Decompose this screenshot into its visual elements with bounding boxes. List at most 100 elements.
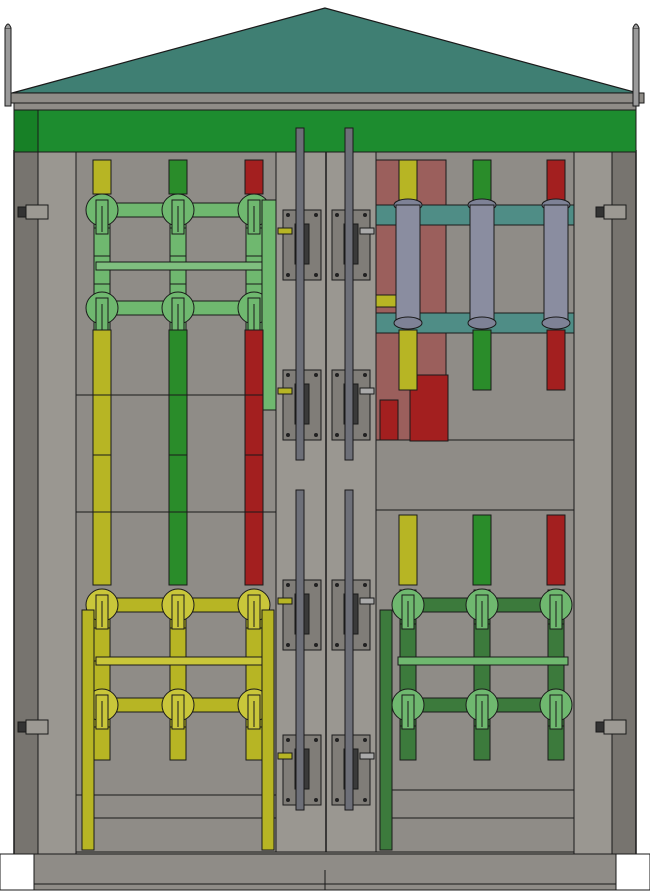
right-compartment <box>375 151 575 853</box>
hinge-bolt3-R0 <box>335 273 339 277</box>
hinge-bolt4-R3 <box>363 798 367 802</box>
hinge-bolt3-R1 <box>335 433 339 437</box>
upper-left-stub-0 <box>92 159 112 195</box>
insulator-bottom-1 <box>467 316 497 330</box>
hinge-bolt2-R0 <box>363 213 367 217</box>
left-post <box>13 149 39 855</box>
hinge-bolt4-L1 <box>314 433 318 437</box>
side-latch-pin-1 <box>17 721 27 733</box>
roof-eave <box>5 92 645 104</box>
hinge-bolt2-L1 <box>314 373 318 377</box>
lifting-post-1 <box>632 27 640 107</box>
lower-right-stub-0 <box>398 514 418 586</box>
base-foot-right <box>615 853 650 891</box>
lower-left-switch <box>85 588 271 761</box>
hinge-bolt3-L2 <box>286 643 290 647</box>
hinge-bolt-L0 <box>286 213 290 217</box>
upper-left-switch <box>85 193 271 341</box>
operating-rod-0 <box>295 127 305 461</box>
left-side-panel <box>37 149 77 855</box>
side-latch-pin-0 <box>17 206 27 218</box>
hinge-bolt-L2 <box>286 583 290 587</box>
right-post <box>611 149 637 855</box>
right-side-panel <box>573 149 613 855</box>
hinge-tab-0 <box>277 227 293 235</box>
fascia-left-end <box>13 109 39 153</box>
upper-right-stub-1 <box>472 159 492 201</box>
insulator-bottom-2 <box>541 316 571 330</box>
hinge-bolt4-R0 <box>363 273 367 277</box>
red-small-block <box>379 399 399 441</box>
hinge-tab-r-2 <box>359 597 375 605</box>
insulator-bottom-0 <box>393 316 423 330</box>
lower-right-side-rail <box>379 609 393 851</box>
lower-left-side-rail-r <box>261 609 275 851</box>
hinge-tab-1 <box>277 387 293 395</box>
roof-eave-lower <box>13 102 637 111</box>
mid-left-conductor-2 <box>244 329 264 586</box>
hinge-tab-r-0 <box>359 227 375 235</box>
hinge-bolt2-R1 <box>363 373 367 377</box>
upper-left-side-rail <box>261 199 277 411</box>
operating-rod-1 <box>344 127 354 461</box>
side-latch-2 <box>603 204 627 220</box>
hinge-bolt2-R3 <box>363 738 367 742</box>
upper-right-lower-cond-0 <box>398 329 418 391</box>
upper-right-yellow-tab <box>375 294 397 308</box>
hinge-bolt-R3 <box>335 738 339 742</box>
hinge-tab-r-1 <box>359 387 375 395</box>
lower-right-crossbar <box>397 656 569 666</box>
insulator-body-2 <box>543 204 569 324</box>
upper-left-stub-1 <box>168 159 188 195</box>
hinge-bolt-L3 <box>286 738 290 742</box>
hinge-bolt4-L0 <box>314 273 318 277</box>
hinge-tab-3 <box>277 752 293 760</box>
hinge-bolt4-R2 <box>363 643 367 647</box>
hinge-bolt3-L0 <box>286 273 290 277</box>
hinge-bolt2-R2 <box>363 583 367 587</box>
hinge-bolt3-L3 <box>286 798 290 802</box>
left-compartment <box>75 151 277 853</box>
insulator-body-0 <box>395 204 421 324</box>
hinge-bolt4-L3 <box>314 798 318 802</box>
hinge-bolt4-R1 <box>363 433 367 437</box>
base-foot-left <box>0 853 35 891</box>
upper-right-lower-cond-2 <box>546 329 566 391</box>
hinge-bolt-R1 <box>335 373 339 377</box>
mid-left-conductor-0 <box>92 329 112 586</box>
side-latch-0 <box>25 204 49 220</box>
hinge-bolt3-R3 <box>335 798 339 802</box>
lower-right-stub-2 <box>546 514 566 586</box>
hinge-bolt-R0 <box>335 213 339 217</box>
hinge-bolt2-L0 <box>314 213 318 217</box>
upper-right-lower-cond-1 <box>472 329 492 391</box>
lower-left-crossbar <box>95 656 273 666</box>
side-latch-pin-3 <box>595 721 605 733</box>
hinge-bolt2-L3 <box>314 738 318 742</box>
operating-rod-2 <box>295 489 305 811</box>
hinge-bolt3-R2 <box>335 643 339 647</box>
roof <box>4 7 645 153</box>
lower-left-side-rail <box>81 609 95 851</box>
upper-right-stub-0 <box>398 159 418 201</box>
side-latch-pin-2 <box>595 206 605 218</box>
upper-left-crossbar <box>95 261 273 271</box>
side-latch-3 <box>603 719 627 735</box>
fascia-band <box>13 109 637 153</box>
lower-right-switch <box>391 588 573 761</box>
upper-right-stub-2 <box>546 159 566 201</box>
insulator-body-1 <box>469 204 495 324</box>
side-latch-1 <box>25 719 49 735</box>
hinge-bolt2-L2 <box>314 583 318 587</box>
lower-right-stub-1 <box>472 514 492 586</box>
hinge-bolt3-L1 <box>286 433 290 437</box>
operating-rod-3 <box>344 489 354 811</box>
mid-left-conductor-1 <box>168 329 188 586</box>
hinge-tab-r-3 <box>359 752 375 760</box>
hinge-bolt-L1 <box>286 373 290 377</box>
hinge-bolt-R2 <box>335 583 339 587</box>
lifting-post-0 <box>4 27 12 107</box>
hinge-tab-2 <box>277 597 293 605</box>
lifting-post-cap-1 <box>632 23 640 29</box>
